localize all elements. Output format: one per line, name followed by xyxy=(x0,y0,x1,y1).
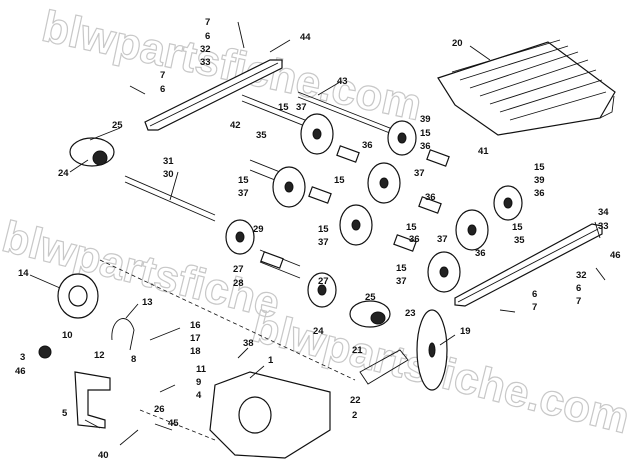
callout-32: 32 xyxy=(576,270,587,281)
nut-part xyxy=(38,345,52,359)
callout-15: 15 xyxy=(278,102,289,113)
callout-42: 42 xyxy=(230,120,241,131)
callout-15: 15 xyxy=(534,162,545,173)
callout-34: 34 xyxy=(598,207,609,218)
idler-wheels xyxy=(272,113,489,293)
chain-part xyxy=(359,349,409,385)
callout-33: 33 xyxy=(598,221,609,232)
callout-15: 15 xyxy=(396,263,407,274)
callout-32: 32 xyxy=(200,44,211,55)
callout-6: 6 xyxy=(160,84,165,95)
callout-21: 21 xyxy=(352,345,363,356)
gear-part xyxy=(416,309,448,391)
callout-36: 36 xyxy=(425,192,436,203)
bolts xyxy=(119,21,516,446)
callout-35: 35 xyxy=(514,235,525,246)
callout-14: 14 xyxy=(18,268,29,279)
callout-7: 7 xyxy=(160,70,165,81)
callout-30: 30 xyxy=(163,169,174,180)
callout-43: 43 xyxy=(337,76,348,87)
callout-36: 36 xyxy=(409,234,420,245)
callout-15: 15 xyxy=(238,175,249,186)
callout-10: 10 xyxy=(62,330,73,341)
callout-6: 6 xyxy=(205,31,210,42)
callout-33: 33 xyxy=(200,57,211,68)
callout-40: 40 xyxy=(98,450,109,461)
shaft-parts xyxy=(124,91,401,279)
callout-28: 28 xyxy=(233,278,244,289)
left-rail-part xyxy=(144,59,283,131)
callout-17: 17 xyxy=(190,333,201,344)
callout-20: 20 xyxy=(452,38,463,49)
spacer-bushings xyxy=(260,145,450,269)
callout-46: 46 xyxy=(15,366,26,377)
callout-37: 37 xyxy=(238,188,249,199)
callout-27: 27 xyxy=(318,276,329,287)
mount-bracket-part xyxy=(74,371,111,429)
right-rail-part xyxy=(454,223,603,307)
pulley-part xyxy=(57,273,99,319)
callout-18: 18 xyxy=(190,346,201,357)
callout-27: 27 xyxy=(233,264,244,275)
callout-11: 11 xyxy=(196,364,207,375)
callout-7: 7 xyxy=(576,296,581,307)
callout-1: 1 xyxy=(268,355,274,366)
callout-24: 24 xyxy=(58,168,69,179)
callout-29: 29 xyxy=(253,224,264,235)
callout-46: 46 xyxy=(610,250,621,261)
callout-25: 25 xyxy=(365,292,376,303)
callout-15: 15 xyxy=(420,128,431,139)
callout-19: 19 xyxy=(460,326,471,337)
callout-15: 15 xyxy=(334,175,345,186)
callout-15: 15 xyxy=(406,222,417,233)
leader-lines xyxy=(29,39,606,429)
chaincase-part xyxy=(209,371,331,459)
callout-31: 31 xyxy=(163,156,174,167)
callout-6: 6 xyxy=(576,283,581,294)
callout-39: 39 xyxy=(420,114,431,125)
callout-9: 9 xyxy=(196,377,201,388)
callout-23: 23 xyxy=(405,308,416,319)
callout-36: 36 xyxy=(475,248,486,259)
bracket-part xyxy=(111,318,135,351)
callout-13: 13 xyxy=(142,297,153,308)
callout-37: 37 xyxy=(318,237,329,248)
callout-45: 45 xyxy=(168,418,179,429)
callout-36: 36 xyxy=(420,141,431,152)
callout-37: 37 xyxy=(396,276,407,287)
assembly-lines xyxy=(99,259,356,441)
callout-3: 3 xyxy=(20,352,25,363)
callout-26: 26 xyxy=(154,404,165,415)
watermark-top: blwpartsfiche.com xyxy=(38,2,426,130)
callout-36: 36 xyxy=(362,140,373,151)
callout-12: 12 xyxy=(94,350,105,361)
callout-36: 36 xyxy=(534,188,545,199)
callout-37: 37 xyxy=(437,234,448,245)
callout-6: 6 xyxy=(532,289,537,300)
flange-bearings xyxy=(69,137,391,328)
callout-41: 41 xyxy=(478,146,489,157)
callout-15: 15 xyxy=(512,222,523,233)
track-part xyxy=(437,39,616,136)
callout-5: 5 xyxy=(62,408,68,419)
callout-39: 39 xyxy=(534,175,545,186)
callout-35: 35 xyxy=(256,130,267,141)
callout-7: 7 xyxy=(532,302,537,313)
callout-38: 38 xyxy=(243,338,254,349)
callout-22: 22 xyxy=(350,395,361,406)
callout-4: 4 xyxy=(196,390,202,401)
callout-37: 37 xyxy=(296,102,307,113)
drive-sprockets xyxy=(225,120,523,308)
callout-2: 2 xyxy=(352,410,357,421)
callout-8: 8 xyxy=(131,354,136,365)
callout-44: 44 xyxy=(300,32,311,43)
callout-7: 7 xyxy=(205,17,210,28)
callout-16: 16 xyxy=(190,320,201,331)
callout-15: 15 xyxy=(318,224,329,235)
callout-25: 25 xyxy=(112,120,123,131)
callout-37: 37 xyxy=(414,168,425,179)
callout-24: 24 xyxy=(313,326,324,337)
